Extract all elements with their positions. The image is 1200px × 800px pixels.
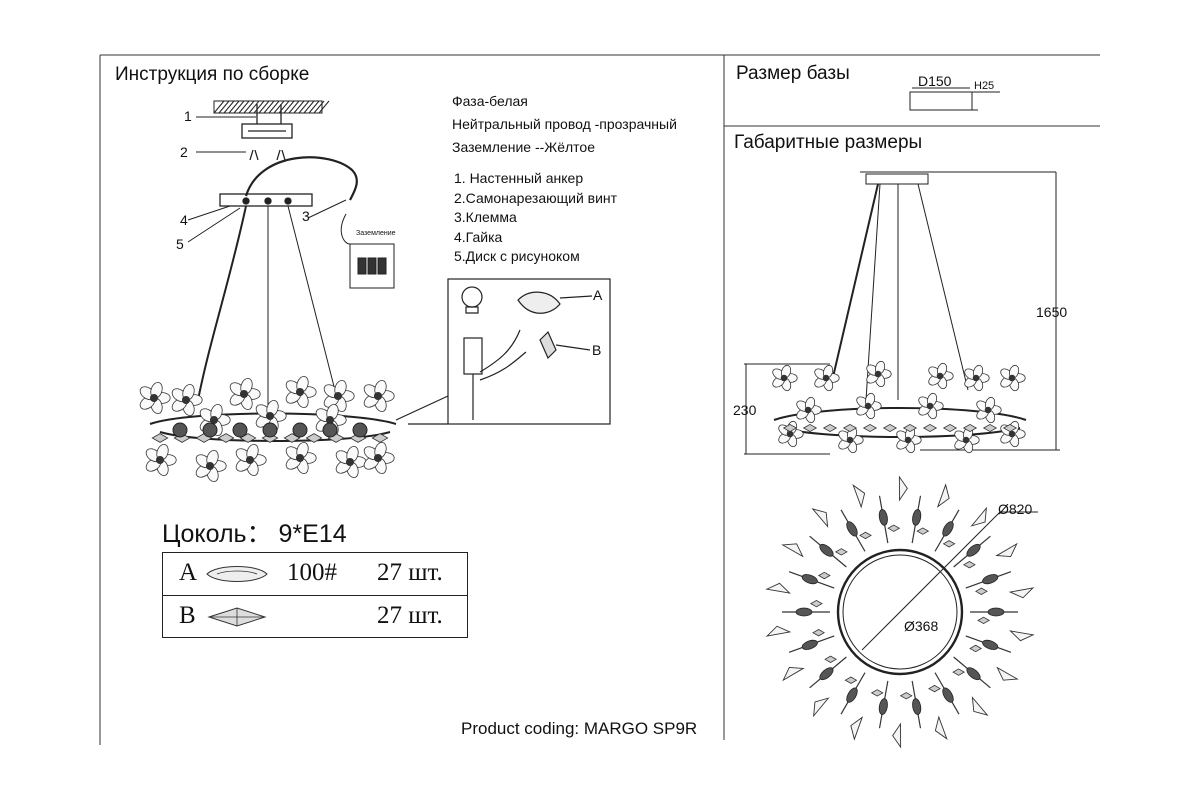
callout-1: 1: [184, 108, 192, 124]
base-diameter: D150: [918, 73, 952, 89]
chandelier-front-view: [139, 376, 397, 482]
height-dimension: 1650: [1036, 304, 1068, 320]
row-letter: B: [179, 602, 196, 629]
mounting-bracket: [241, 104, 293, 161]
base-label-text: Цоколь：: [162, 520, 272, 548]
base-height: H25: [974, 80, 995, 92]
row-letter: A: [179, 559, 198, 586]
depth-dimension: 230: [733, 402, 757, 418]
base-size-drawing: [909, 87, 1000, 111]
dimension-drawing: [744, 171, 1060, 455]
product-coding: Product coding: MARGO SP9R: [461, 719, 698, 738]
ceiling-hatch: [213, 100, 330, 114]
detail-label-b: B: [592, 342, 602, 358]
assembly-title: Инструкция по сборке: [115, 64, 310, 85]
chandelier-side-view: [772, 360, 1027, 454]
part-1: 1. Настенный анкер: [454, 170, 584, 186]
frame-lines: [99, 54, 1100, 745]
wiring-phase: Фаза-белая: [452, 93, 528, 109]
dimensions-title: Габаритные размеры: [734, 132, 923, 153]
base-label: Цоколь： 9*E14: [162, 514, 347, 550]
callout-2: 2: [180, 144, 188, 160]
power-cable: [244, 156, 358, 201]
callout-4: 4: [180, 212, 188, 228]
callout-5: 5: [176, 236, 184, 252]
wiring-neutral: Нейтральный провод -прозрачный: [452, 116, 677, 132]
petal-icon: [206, 566, 268, 582]
wiring-ground: Заземление --Жёлтое: [452, 139, 595, 155]
inner-diameter: Ø368: [904, 618, 939, 634]
detail-callout: [395, 278, 611, 425]
terminal-diagram: [340, 213, 395, 289]
detail-label-a: A: [593, 287, 603, 303]
part-4: 4.Гайка: [454, 229, 503, 245]
canopy-plate: [219, 193, 313, 207]
part-2: 2.Самонарезающий винт: [454, 190, 618, 206]
row-code: 100#: [287, 559, 337, 586]
base-value: 9*E14: [278, 520, 347, 548]
callout-3: 3: [302, 208, 310, 224]
crystal-icon: [207, 607, 267, 627]
suspension-wires: [197, 205, 341, 420]
row-qty: 27 шт.: [377, 602, 443, 629]
part-3: 3.Клемма: [454, 209, 517, 225]
callout-leaders: [187, 116, 347, 243]
row-qty: 27 шт.: [377, 559, 443, 586]
part-5: 5.Диск с рисуноком: [454, 248, 580, 264]
chandelier-top-view: [765, 475, 1038, 749]
terminal-label: Заземление: [356, 230, 396, 237]
table-row: B 27 шт.: [163, 595, 467, 638]
parts-table: A 100# 27 шт. B 27 шт.: [162, 552, 468, 638]
table-row: A 100# 27 шт.: [163, 553, 467, 595]
base-size-title: Размер базы: [736, 63, 850, 84]
outer-diameter: Ø820: [998, 501, 1033, 517]
